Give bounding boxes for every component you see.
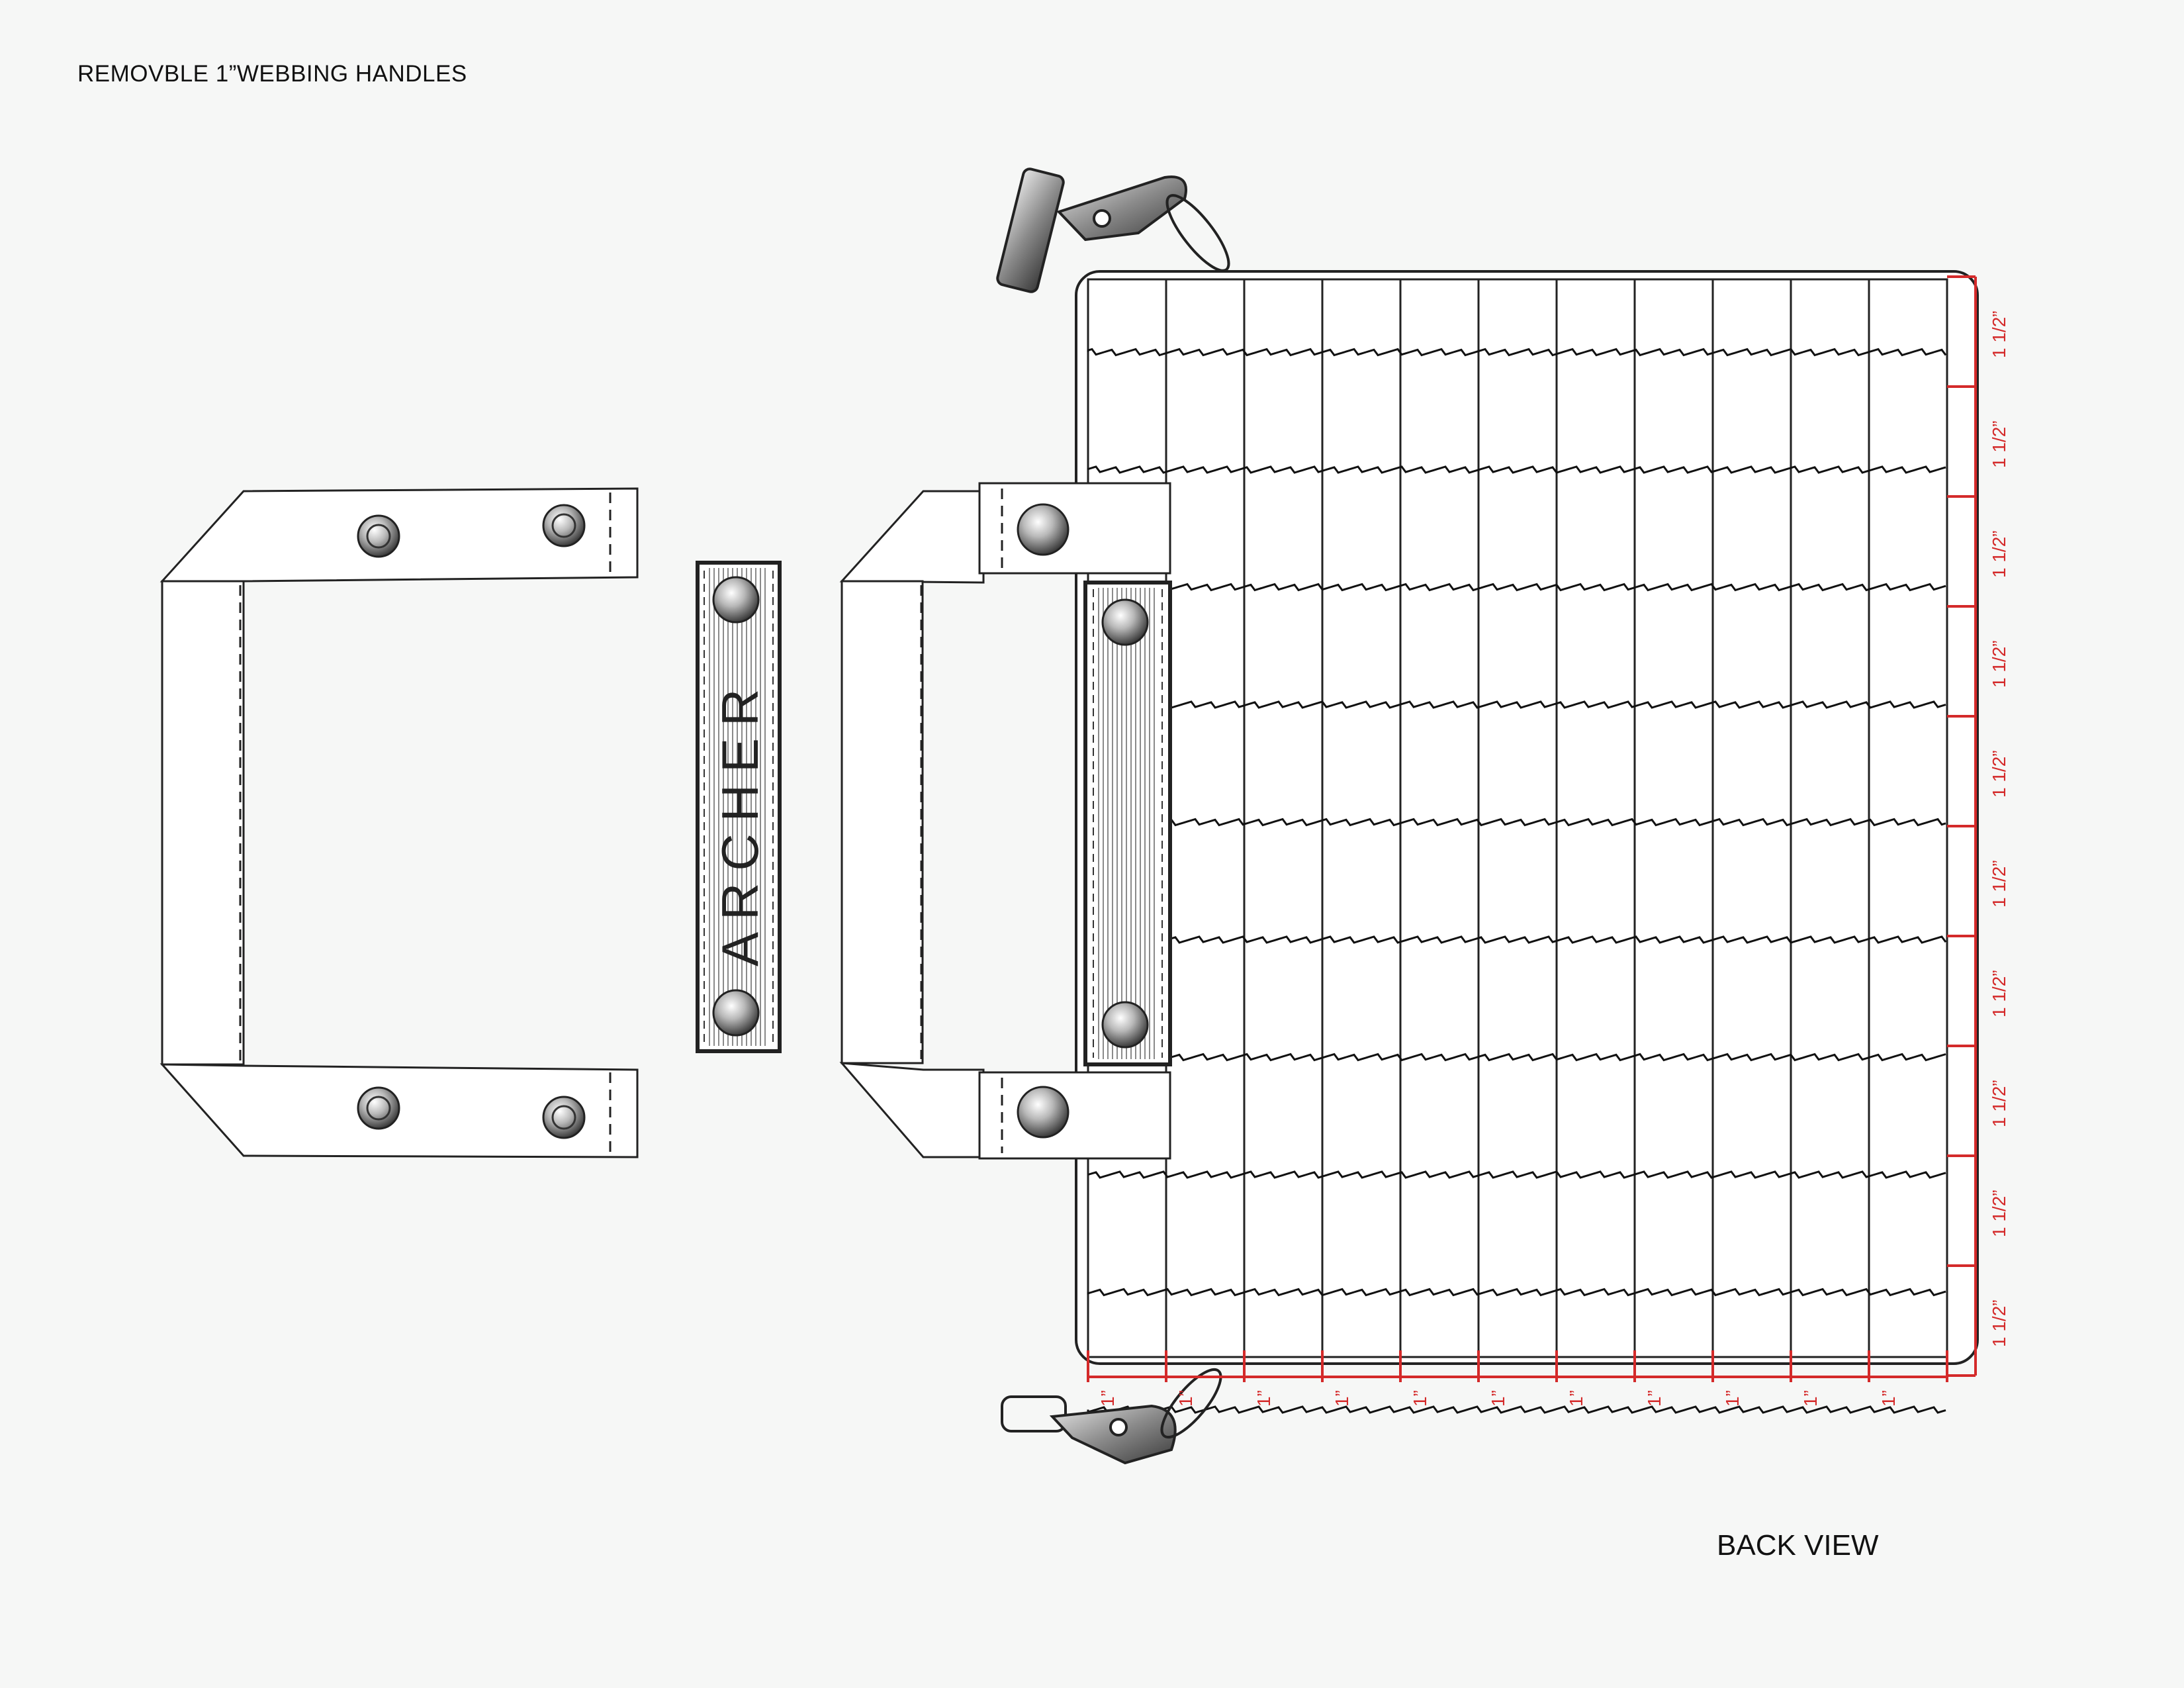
attached-name-patch xyxy=(1083,581,1172,1066)
column-dimension-label: 1” xyxy=(1332,1390,1352,1407)
attached-handle xyxy=(839,482,1171,1160)
handle-tab-top xyxy=(978,482,1171,575)
webbing-loop-icon xyxy=(1087,1053,1946,1062)
column-dimension-label: 1” xyxy=(1800,1390,1821,1407)
snap-button-icon xyxy=(357,1086,400,1130)
name-patch: ARCHER xyxy=(696,561,782,1053)
column-dimension-label: 1” xyxy=(1644,1390,1664,1407)
row-dimension-label: 1 1/2” xyxy=(1989,1190,2009,1237)
snap-button-icon xyxy=(712,576,760,624)
handle-tab-bottom xyxy=(978,1071,1171,1160)
snap-button-icon xyxy=(542,1096,586,1139)
column-dimension-label: 1” xyxy=(1097,1390,1118,1407)
snap-button-icon xyxy=(1101,1001,1149,1049)
row-dimension-label: 1 1/2” xyxy=(1989,530,2009,578)
patch-brand-text: ARCHER xyxy=(711,677,769,966)
row-dimensions xyxy=(1947,275,1977,1377)
column-dimension-label: 1” xyxy=(1722,1390,1743,1407)
row-dimension-label: 1 1/2” xyxy=(1989,750,2009,798)
column-dimension-label: 1” xyxy=(1253,1390,1274,1407)
column-dimension-label: 1” xyxy=(1878,1390,1899,1407)
row-dimension-label: 1 1/2” xyxy=(1989,640,2009,688)
webbing-loop-icon xyxy=(1087,1170,1946,1179)
bag-body xyxy=(1075,270,1979,1414)
webbing-loop-icon xyxy=(1087,348,1947,357)
webbing-loop-icon xyxy=(1087,1288,1946,1297)
column-dimension-label: 1” xyxy=(1175,1390,1196,1407)
webbing-loop-icon xyxy=(1087,934,1947,944)
webbing-loop-icon xyxy=(1087,583,1946,592)
webbing-loop-icon xyxy=(1087,465,1946,474)
snap-button-icon xyxy=(712,989,760,1037)
row-dimension-label: 1 1/2” xyxy=(1989,970,2009,1017)
snap-button-icon xyxy=(1101,598,1149,646)
row-dimension-label: 1 1/2” xyxy=(1989,1080,2009,1127)
column-dimension-label: 1” xyxy=(1410,1390,1430,1407)
webbing-loop-icon xyxy=(1087,1405,1946,1414)
handle-grip xyxy=(161,580,245,1066)
back-view-label: BACK VIEW xyxy=(1717,1529,1879,1562)
column-dimension-label: 1” xyxy=(1566,1390,1586,1407)
webbing-loop-icon xyxy=(1087,818,1946,827)
webbing-loop-icon xyxy=(1087,700,1946,709)
row-dimension-label: 1 1/2” xyxy=(1989,1299,2009,1347)
snap-button-icon xyxy=(1017,503,1069,556)
column-dimensions xyxy=(1087,1350,1948,1382)
column-dimension-label: 1” xyxy=(1488,1390,1508,1407)
swivel-clip-icon xyxy=(996,167,1230,293)
page-title: REMOVBLE 1”WEBBING HANDLES xyxy=(77,61,467,87)
row-dimension-label: 1 1/2” xyxy=(1989,310,2009,358)
snap-button-icon xyxy=(542,504,586,547)
snap-button-icon xyxy=(357,514,400,558)
row-dimension-label: 1 1/2” xyxy=(1989,420,2009,468)
swivel-clip-icon xyxy=(1001,1368,1222,1465)
removable-handle-left xyxy=(159,487,639,1158)
snap-button-icon xyxy=(1017,1086,1069,1139)
row-dimension-label: 1 1/2” xyxy=(1989,860,2009,908)
